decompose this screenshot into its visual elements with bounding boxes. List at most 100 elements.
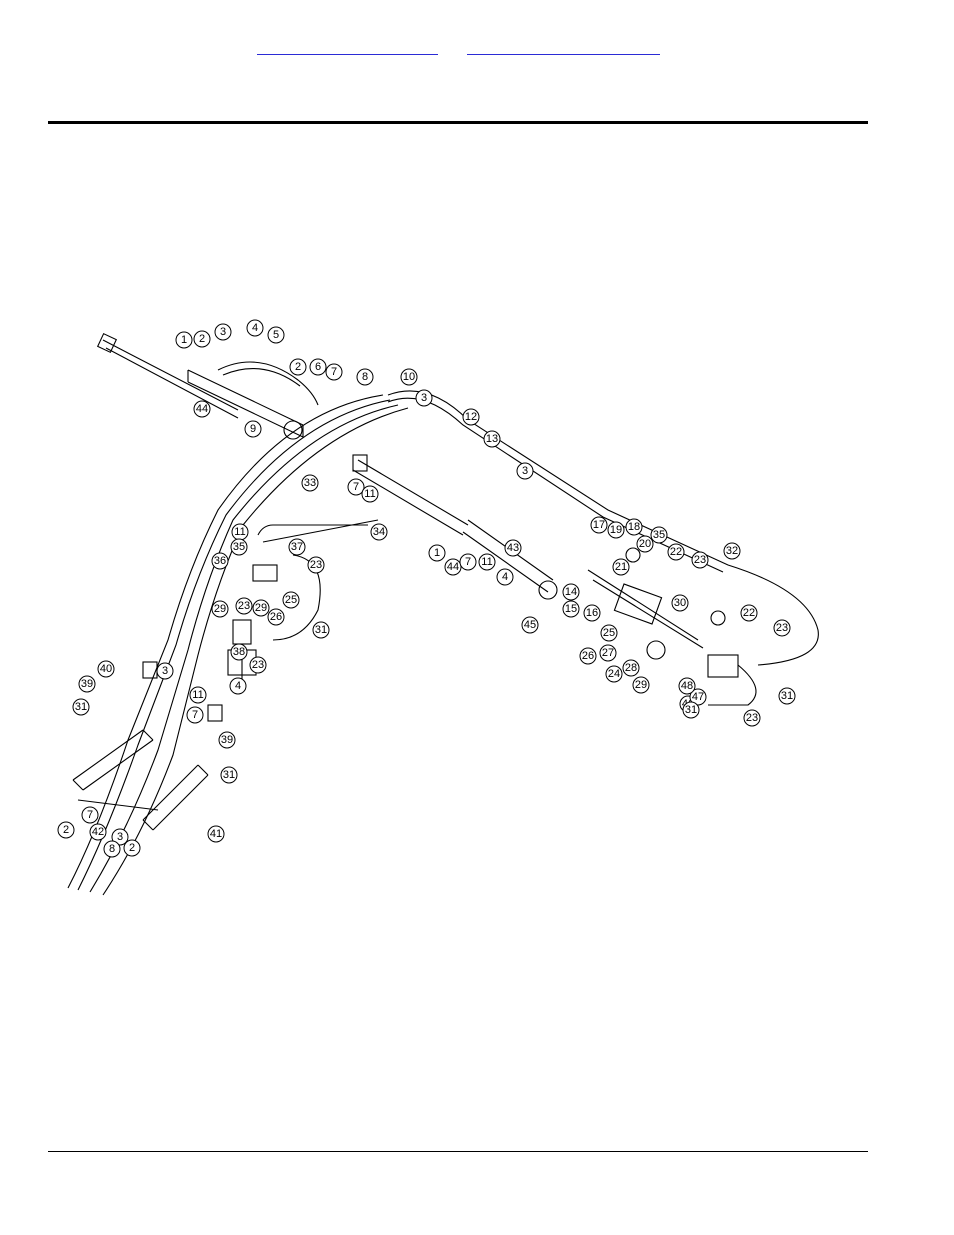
callout-49: 21 xyxy=(612,558,630,576)
callout-42: 19 xyxy=(607,521,625,539)
callout-65: 48 xyxy=(678,677,696,695)
callout-10: 44 xyxy=(193,400,211,418)
callout-label: 9 xyxy=(250,423,256,435)
callout-76: 31 xyxy=(220,766,238,784)
callout-label: 18 xyxy=(628,521,640,533)
callout-label: 27 xyxy=(602,647,614,659)
callout-label: 26 xyxy=(582,650,594,662)
callout-label: 11 xyxy=(234,526,245,538)
callout-81: 2 xyxy=(123,839,141,857)
callout-20: 34 xyxy=(370,523,388,541)
callout-label: 31 xyxy=(75,701,87,713)
callout-label: 10 xyxy=(403,371,415,383)
callout-label: 7 xyxy=(353,481,359,493)
callout-label: 24 xyxy=(608,668,620,680)
callout-69: 40 xyxy=(97,660,115,678)
callout-label: 3 xyxy=(421,392,427,404)
callout-label: 39 xyxy=(81,678,93,690)
callout-52: 16 xyxy=(583,604,601,622)
callout-label: 29 xyxy=(635,679,647,691)
callout-5: 5 xyxy=(267,326,285,344)
callout-11: 9 xyxy=(244,420,262,438)
callout-29: 37 xyxy=(288,538,306,556)
callout-label: 3 xyxy=(117,831,123,843)
callout-label: 5 xyxy=(273,329,279,341)
callout-40: 4 xyxy=(229,677,247,695)
callout-28: 35 xyxy=(230,538,248,556)
callout-16: 7 xyxy=(347,478,365,496)
callout-12: 10 xyxy=(400,368,418,386)
callout-17: 11 xyxy=(361,485,379,503)
callout-label: 41 xyxy=(210,828,222,840)
callout-label: 2 xyxy=(129,842,135,854)
callout-label: 22 xyxy=(670,546,682,558)
callout-53: 25 xyxy=(600,624,618,642)
callout-7: 6 xyxy=(309,358,327,376)
callout-label: 6 xyxy=(315,361,321,373)
callout-47: 23 xyxy=(691,551,709,569)
callout-6: 2 xyxy=(289,358,307,376)
callout-label: 39 xyxy=(221,734,233,746)
callout-label: 29 xyxy=(255,602,267,614)
callout-label: 31 xyxy=(685,704,697,716)
nav-link-2[interactable] xyxy=(467,44,660,55)
callout-62: 23 xyxy=(773,619,791,637)
callout-label: 2 xyxy=(63,824,69,836)
callout-label: 35 xyxy=(653,529,665,541)
callout-75: 39 xyxy=(218,731,236,749)
callout-39: 23 xyxy=(249,656,267,674)
callout-label: 40 xyxy=(100,663,112,675)
callout-label: 1 xyxy=(181,334,187,346)
callout-43: 18 xyxy=(625,518,643,536)
callout-78: 42 xyxy=(89,823,107,841)
callout-57: 27 xyxy=(599,644,617,662)
callout-13: 3 xyxy=(415,389,433,407)
callout-24: 11 xyxy=(478,553,496,571)
callout-label: 3 xyxy=(220,326,226,338)
callout-66: 31 xyxy=(778,687,796,705)
callout-label: 31 xyxy=(781,690,793,702)
callout-1: 1 xyxy=(175,331,193,349)
callout-23: 7 xyxy=(459,553,477,571)
callout-label: 22 xyxy=(743,607,755,619)
callout-70: 39 xyxy=(78,675,96,693)
callout-label: 2 xyxy=(199,333,205,345)
callout-58: 28 xyxy=(622,659,640,677)
callout-31: 36 xyxy=(211,552,229,570)
callout-label: 17 xyxy=(593,519,605,531)
callout-79: 3 xyxy=(111,828,129,846)
callout-label: 4 xyxy=(502,571,508,583)
callout-51: 15 xyxy=(562,600,580,618)
callout-59: 24 xyxy=(605,665,623,683)
callout-41: 17 xyxy=(590,516,608,534)
callout-label: 33 xyxy=(304,477,316,489)
callout-label: 11 xyxy=(481,556,492,568)
callout-label: 34 xyxy=(373,526,385,538)
callout-71: 31 xyxy=(72,698,90,716)
callout-35: 25 xyxy=(282,591,300,609)
callout-4: 4 xyxy=(246,319,264,337)
callout-label: 4 xyxy=(235,680,241,692)
callout-label: 8 xyxy=(362,371,368,383)
callout-label: 25 xyxy=(603,627,615,639)
callout-38: 38 xyxy=(230,643,248,661)
cylinder-top-left xyxy=(96,332,304,440)
callout-72: 3 xyxy=(156,662,174,680)
callout-label: 21 xyxy=(615,561,627,573)
callout-label: 47 xyxy=(692,691,704,703)
callout-label: 1 xyxy=(434,547,440,559)
callout-8: 7 xyxy=(325,363,343,381)
callout-label: 44 xyxy=(196,403,208,415)
callout-label: 32 xyxy=(726,545,738,557)
callout-label: 16 xyxy=(586,607,598,619)
callout-14: 12 xyxy=(462,408,480,426)
callout-18: 33 xyxy=(301,474,319,492)
callout-60: 29 xyxy=(632,676,650,694)
callout-label: 3 xyxy=(162,665,168,677)
nav-link-1[interactable] xyxy=(257,44,438,55)
callout-label: 43 xyxy=(507,542,519,554)
callout-label: 44 xyxy=(447,561,459,573)
callout-30: 23 xyxy=(307,556,325,574)
